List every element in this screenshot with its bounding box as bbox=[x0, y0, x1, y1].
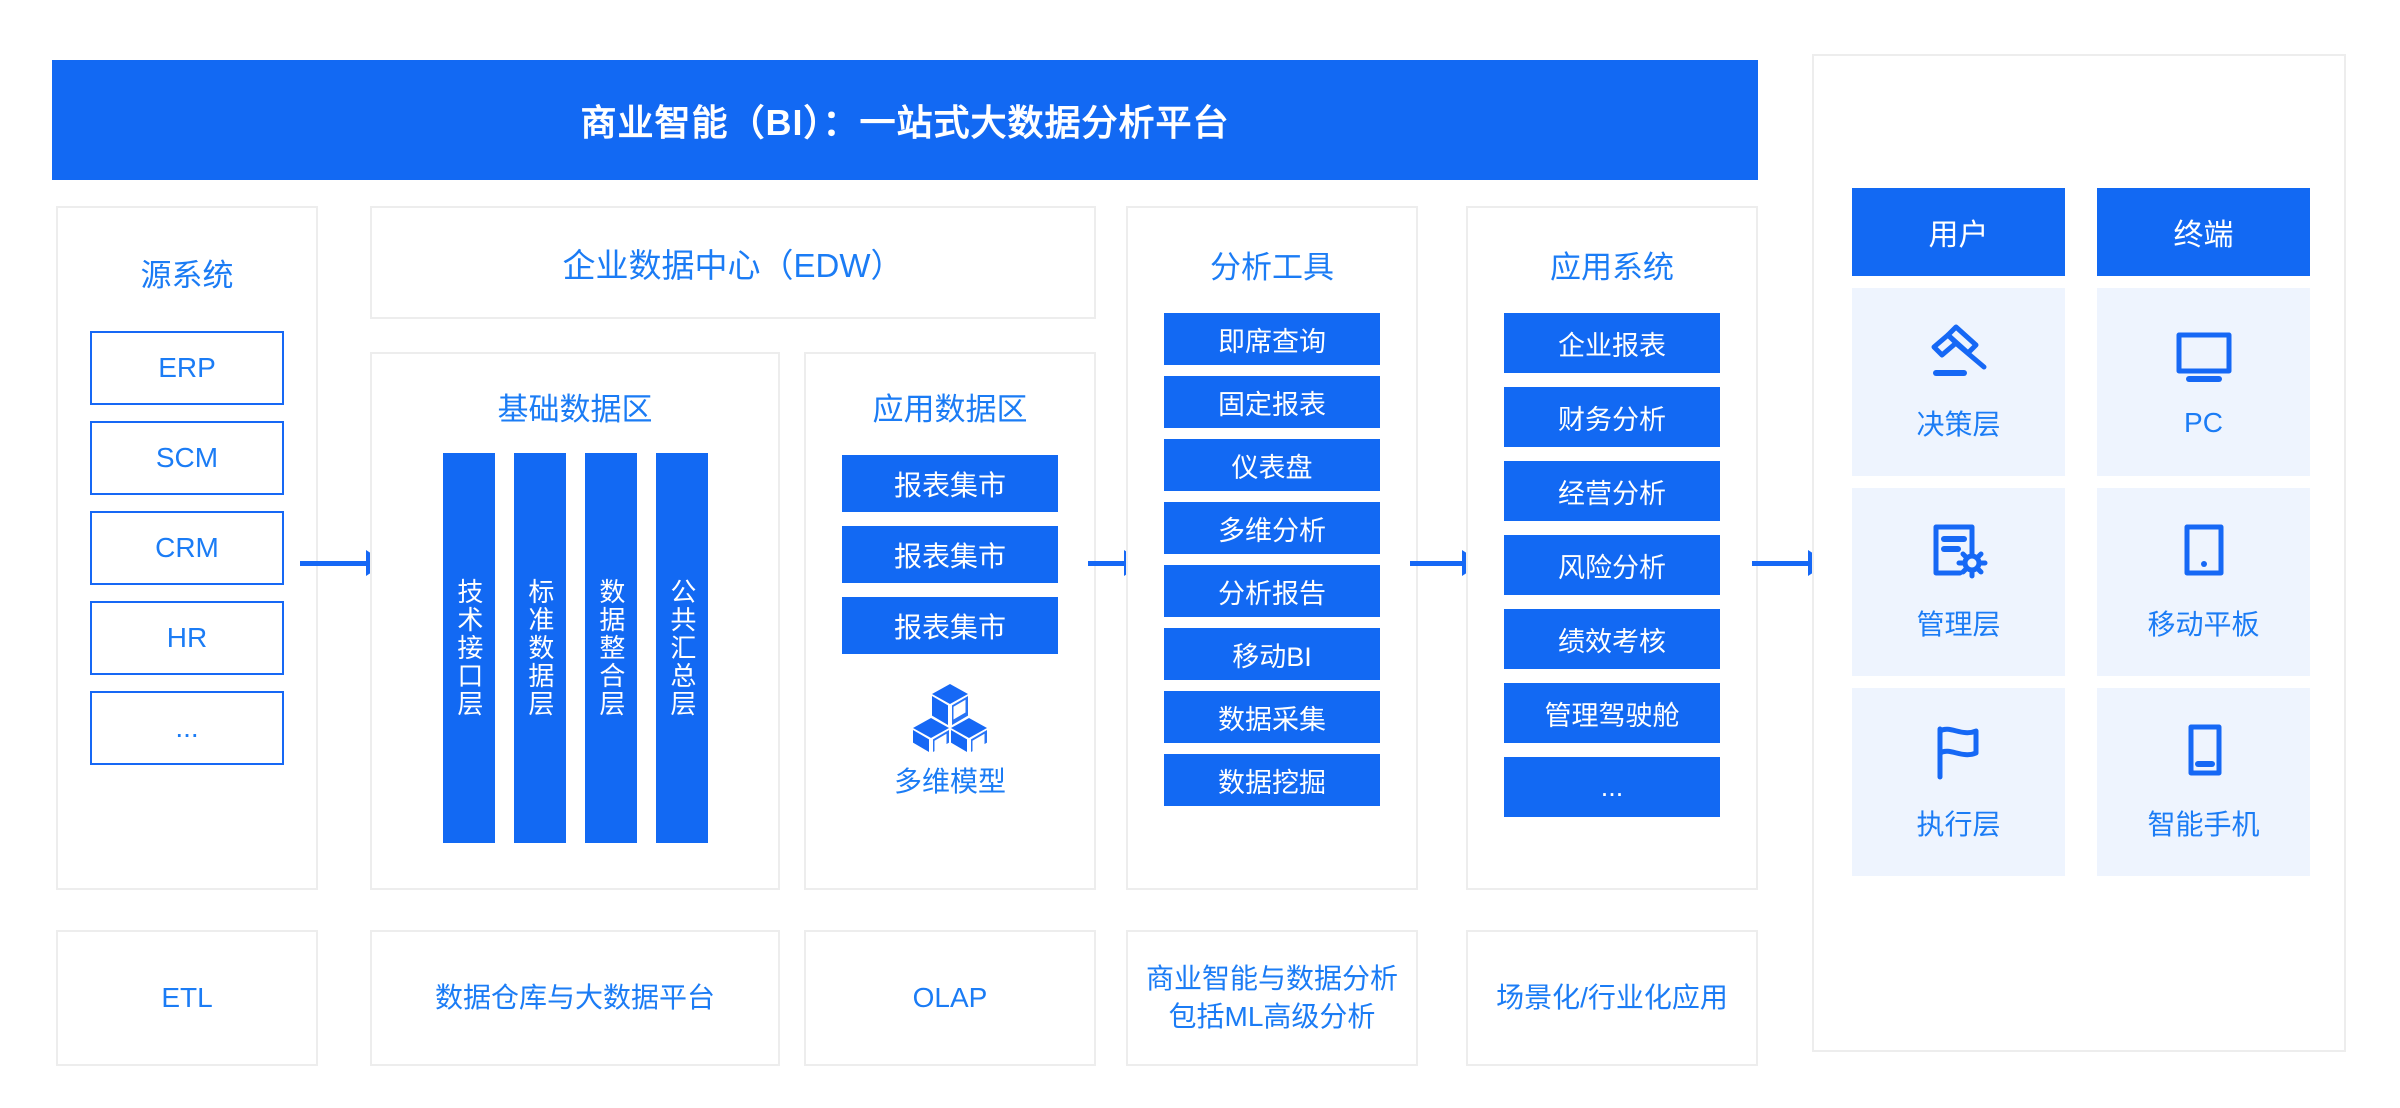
caption-bi-line2: 包括ML高级分析 bbox=[1168, 1001, 1376, 1032]
data-layer-pillar[interactable]: 数据整合层 bbox=[584, 453, 637, 843]
application-data-zone-panel: 应用数据区 报表集市 报表集市 报表集市 bbox=[804, 352, 1096, 890]
audience-grid: 用户 终端 决策层 bbox=[1852, 188, 2310, 876]
analysis-tool-item[interactable]: 数据采集 bbox=[1164, 691, 1380, 743]
report-mart-list: 报表集市 报表集市 报表集市 bbox=[842, 455, 1058, 654]
audience-user-label: 执行层 bbox=[1916, 809, 2001, 840]
analysis-tools-panel: 分析工具 即席查询 固定报表 仪表盘 多维分析 分析报告 移动BI 数据采集 数… bbox=[1126, 206, 1418, 890]
source-system-item[interactable]: CRM bbox=[90, 511, 284, 585]
application-systems-panel: 应用系统 企业报表 财务分析 经营分析 风险分析 绩效考核 管理驾驶舱 ... bbox=[1466, 206, 1758, 890]
monitor-icon bbox=[2169, 325, 2239, 389]
report-mart-item[interactable]: 报表集市 bbox=[842, 526, 1058, 583]
document-gear-icon bbox=[1924, 521, 1994, 585]
audience-user-cell[interactable]: 执行层 bbox=[1852, 688, 2065, 876]
basic-data-zone-panel: 基础数据区 技术接口层 标准数据层 数据整合层 公共汇总层 bbox=[370, 352, 780, 890]
smartphone-icon bbox=[2169, 721, 2239, 785]
basic-data-zone-title: 基础数据区 bbox=[497, 392, 653, 427]
caption-data-warehouse: 数据仓库与大数据平台 bbox=[370, 930, 780, 1066]
gavel-icon bbox=[1924, 321, 1994, 385]
audience-user-cell[interactable]: 决策层 bbox=[1852, 288, 2065, 476]
application-system-item[interactable]: 风险分析 bbox=[1504, 535, 1720, 595]
tablet-icon bbox=[2169, 521, 2239, 585]
application-system-item[interactable]: ... bbox=[1504, 757, 1720, 817]
page-title-banner: 商业智能（BI）：一站式大数据分析平台 bbox=[52, 60, 1758, 180]
source-system-item[interactable]: SCM bbox=[90, 421, 284, 495]
cubes-icon bbox=[910, 682, 990, 754]
application-systems-title: 应用系统 bbox=[1550, 250, 1674, 285]
data-layer-pillar[interactable]: 标准数据层 bbox=[513, 453, 566, 843]
audience-terminal-label: 移动平板 bbox=[2147, 609, 2260, 640]
audience-user-header: 用户 bbox=[1852, 188, 2065, 276]
source-system-item[interactable]: ... bbox=[90, 691, 284, 765]
audience-panel: 用户 终端 决策层 bbox=[1812, 54, 2346, 1052]
source-system-item[interactable]: ERP bbox=[90, 331, 284, 405]
analysis-tools-list: 即席查询 固定报表 仪表盘 多维分析 分析报告 移动BI 数据采集 数据挖掘 bbox=[1164, 313, 1380, 806]
application-systems-list: 企业报表 财务分析 经营分析 风险分析 绩效考核 管理驾驶舱 ... bbox=[1504, 313, 1720, 817]
caption-bi-analytics: 商业智能与数据分析 包括ML高级分析 bbox=[1126, 930, 1418, 1066]
arrow-shaft bbox=[1410, 560, 1462, 566]
arrow-shaft bbox=[1088, 560, 1124, 566]
flag-icon bbox=[1924, 721, 1994, 785]
analysis-tool-item[interactable]: 移动BI bbox=[1164, 628, 1380, 680]
audience-terminal-cell[interactable]: 移动平板 bbox=[2097, 488, 2310, 676]
multidimensional-model-block: 多维模型 bbox=[806, 682, 1094, 800]
edw-header-panel: 企业数据中心（EDW） bbox=[370, 206, 1096, 319]
source-systems-title: 源系统 bbox=[140, 258, 234, 293]
audience-terminal-cell[interactable]: 智能手机 bbox=[2097, 688, 2310, 876]
multidimensional-model-label: 多维模型 bbox=[893, 766, 1006, 797]
audience-terminal-label: 智能手机 bbox=[2147, 809, 2260, 840]
data-layer-pillar[interactable]: 技术接口层 bbox=[442, 453, 495, 843]
caption-olap: OLAP bbox=[804, 930, 1096, 1066]
caption-etl: ETL bbox=[56, 930, 318, 1066]
source-systems-list: ERP SCM CRM HR ... bbox=[90, 331, 284, 765]
analysis-tool-item[interactable]: 仪表盘 bbox=[1164, 439, 1380, 491]
analysis-tools-title: 分析工具 bbox=[1210, 250, 1334, 285]
analysis-tool-item[interactable]: 多维分析 bbox=[1164, 502, 1380, 554]
data-layer-pillar[interactable]: 公共汇总层 bbox=[655, 453, 708, 843]
basic-data-zone-pillars: 技术接口层 标准数据层 数据整合层 公共汇总层 bbox=[372, 453, 778, 843]
application-system-item[interactable]: 经营分析 bbox=[1504, 461, 1720, 521]
audience-user-label: 管理层 bbox=[1916, 609, 2001, 640]
application-system-item[interactable]: 绩效考核 bbox=[1504, 609, 1720, 669]
application-system-item[interactable]: 企业报表 bbox=[1504, 313, 1720, 373]
arrow-shaft bbox=[300, 560, 366, 566]
analysis-tool-item[interactable]: 固定报表 bbox=[1164, 376, 1380, 428]
arrow-shaft bbox=[1752, 560, 1808, 566]
audience-user-cell[interactable]: 管理层 bbox=[1852, 488, 2065, 676]
report-mart-item[interactable]: 报表集市 bbox=[842, 597, 1058, 654]
application-data-zone-title: 应用数据区 bbox=[872, 392, 1028, 427]
audience-terminal-header: 终端 bbox=[2097, 188, 2310, 276]
source-system-item[interactable]: HR bbox=[90, 601, 284, 675]
audience-terminal-cell[interactable]: PC bbox=[2097, 288, 2310, 476]
edw-title: 企业数据中心（EDW） bbox=[562, 246, 904, 284]
analysis-tool-item[interactable]: 即席查询 bbox=[1164, 313, 1380, 365]
caption-scenario: 场景化/行业化应用 bbox=[1466, 930, 1758, 1066]
source-systems-panel: 源系统 ERP SCM CRM HR ... bbox=[56, 206, 318, 890]
analysis-tool-item[interactable]: 数据挖掘 bbox=[1164, 754, 1380, 806]
analysis-tool-item[interactable]: 分析报告 bbox=[1164, 565, 1380, 617]
application-system-item[interactable]: 财务分析 bbox=[1504, 387, 1720, 447]
application-system-item[interactable]: 管理驾驶舱 bbox=[1504, 683, 1720, 743]
audience-user-label: 决策层 bbox=[1916, 409, 2001, 440]
report-mart-item[interactable]: 报表集市 bbox=[842, 455, 1058, 512]
audience-terminal-label: PC bbox=[2184, 407, 2223, 438]
caption-bi-line1: 商业智能与数据分析 bbox=[1145, 963, 1398, 995]
